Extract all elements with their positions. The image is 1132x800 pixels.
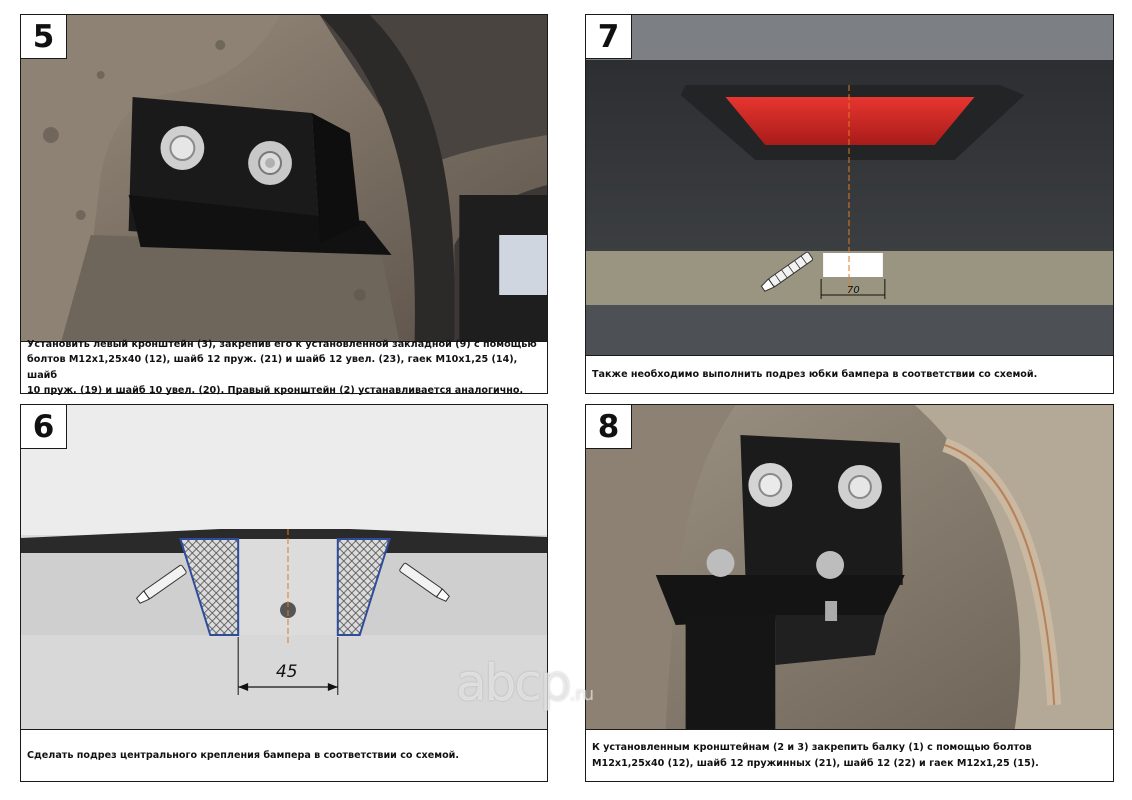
watermark-logo: abcp.ru bbox=[456, 654, 594, 712]
caption-line: Сделать подрез центрального крепления ба… bbox=[27, 749, 460, 761]
step-8-number: 8 bbox=[586, 405, 632, 449]
step-6-caption: Сделать подрез центрального крепления ба… bbox=[21, 729, 547, 781]
watermark-suffix: .ru bbox=[569, 684, 595, 705]
step-6-dimension: 45 bbox=[276, 661, 298, 681]
step-6-number: 6 bbox=[21, 405, 67, 449]
step-8-panel: 8 К установленным кронштейнам (2 и 3) за… bbox=[585, 404, 1114, 782]
caption-line: М12х1,25х40 (12), шайб 12 пружинных (21)… bbox=[592, 757, 1039, 769]
step-8-caption: К установленным кронштейнам (2 и 3) закр… bbox=[586, 729, 1113, 781]
step-5-photo bbox=[21, 15, 547, 343]
watermark-main: abcp bbox=[456, 654, 572, 712]
caption-line: болтов М12х1,25х40 (12), шайб 12 пруж. (… bbox=[27, 354, 518, 381]
caption-line: 10 пруж. (19) и шайб 10 увел. (20). Прав… bbox=[27, 385, 524, 396]
caption-line: К установленным кронштейнам (2 и 3) закр… bbox=[592, 742, 1032, 753]
step-6-panel: 45 6 Сделать подрез центрального креплен… bbox=[20, 404, 548, 782]
step-7-photo: 70 bbox=[586, 15, 1113, 355]
step-7-caption: Также необходимо выполнить подрез юбки б… bbox=[586, 355, 1113, 393]
step-5-caption: Установить левый кронштейн (3), закрепив… bbox=[21, 339, 547, 396]
step-5-panel: 5 Установить левый кронштейн (3), закреп… bbox=[20, 14, 548, 396]
saw-icon bbox=[136, 564, 187, 604]
saw-icon bbox=[760, 251, 814, 292]
step-7-number: 7 bbox=[586, 15, 632, 59]
step-8-photo bbox=[586, 405, 1113, 731]
caption-line: Установить левый кронштейн (3), закрепив… bbox=[27, 338, 537, 350]
step-6-photo: 45 bbox=[21, 405, 547, 731]
step-7-panel: 70 7 Также необходимо выполнить подрез ю… bbox=[585, 14, 1114, 394]
caption-line: Также необходимо выполнить подрез юбки б… bbox=[592, 368, 1038, 380]
step-5-number: 5 bbox=[21, 15, 67, 59]
saw-icon bbox=[399, 562, 450, 602]
step-7-dimension: 70 bbox=[847, 285, 860, 296]
